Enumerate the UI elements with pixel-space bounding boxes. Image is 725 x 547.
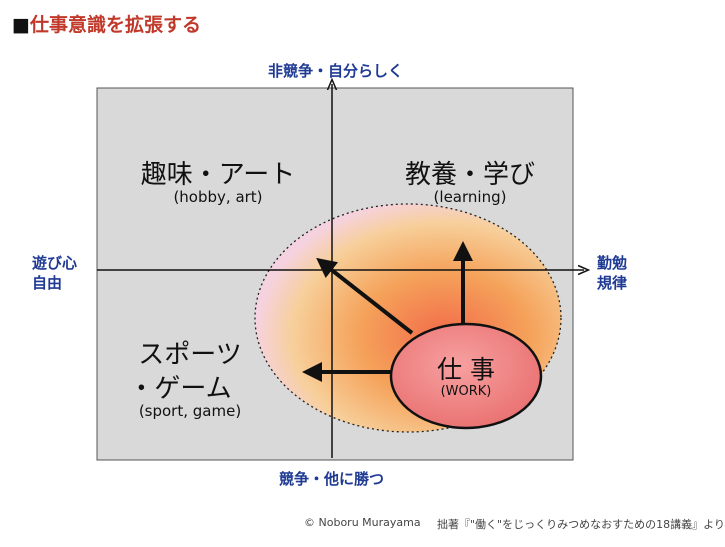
work-sub: (WORK) — [440, 384, 492, 399]
quadrant-sub-sport: (sport, game) — [138, 402, 242, 420]
work-title: 仕 事 — [437, 355, 495, 384]
quadrant-title-hobby: 趣味・アート — [140, 160, 296, 190]
axis-label-left-1: 遊び心 — [32, 254, 78, 272]
footer-copyright: © Noboru Murayama — [304, 516, 421, 529]
work-ellipse — [389, 322, 543, 430]
axis-label-top: 非競争・自分らしく — [268, 62, 404, 80]
title-text: 仕事意識を拡張する — [29, 14, 201, 36]
quadrant-title-sport-2: ・ゲーム — [128, 374, 232, 404]
axis-label-right-2: 規律 — [597, 274, 628, 292]
footer-source: 拙著『"働く"をじっくりみつめなおすための18講義』より — [437, 518, 725, 531]
quadrant-title-sport-1: スポーツ — [138, 340, 242, 370]
title-marker: ■ — [12, 14, 30, 36]
quadrant-sub-hobby: (hobby, art) — [173, 188, 263, 206]
axis-label-bottom: 競争・他に勝つ — [279, 470, 385, 488]
axis-label-right-1: 勤勉 — [597, 254, 628, 272]
page-title: ■仕事意識を拡張する — [12, 10, 201, 37]
axis-label-left-2: 自由 — [32, 274, 63, 292]
quadrant-sub-learning: (learning) — [433, 188, 507, 206]
quadrant-title-learning: 教養・学び — [404, 160, 535, 190]
arrow-to-hobby — [316, 257, 414, 335]
